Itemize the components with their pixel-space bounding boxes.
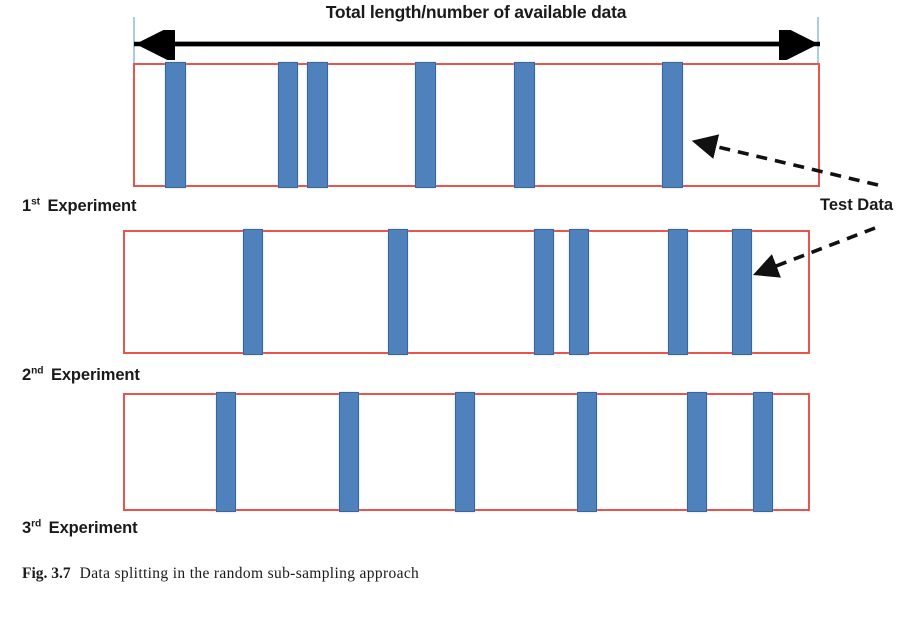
experiment-label-word: Experiment: [48, 519, 138, 537]
test-data-bar: [576, 392, 597, 512]
experiment-label: 1st Experiment: [22, 196, 137, 216]
test-data-bar: [306, 62, 328, 188]
test-data-bar: [454, 392, 475, 512]
label-spacer: [41, 519, 49, 537]
test-data-bar: [277, 62, 298, 188]
test-data-bar: [568, 229, 589, 355]
caption-text: Data splitting in the random sub-samplin…: [79, 565, 420, 582]
experiment-label: 3rd Experiment: [22, 519, 138, 538]
experiment-ordinal-number: 1: [22, 197, 32, 215]
span-title: Total length/number of available data: [325, 2, 627, 22]
experiment-label: 2nd Experiment: [22, 366, 140, 385]
experiment-ordinal-number: 2: [22, 366, 32, 384]
data-strip-box: [133, 62, 820, 188]
test-data-bar: [338, 392, 359, 512]
experiment-ordinal-number: 3: [22, 519, 32, 537]
experiment-label-word: Experiment: [50, 366, 140, 384]
total-length-double-arrow-icon: [134, 30, 820, 60]
test-data-bar: [387, 229, 408, 355]
figure-caption: Fig. 3.7 Data splitting in the random sub…: [22, 565, 419, 583]
experiment-ordinal-suffix: rd: [31, 518, 42, 530]
experiment-ordinal-suffix: st: [31, 196, 40, 208]
test-data-bar: [686, 392, 707, 512]
experiment-label-word: Experiment: [47, 197, 137, 215]
test-data-bar: [215, 392, 236, 512]
label-spacer: [40, 197, 48, 215]
test-data-bar: [731, 229, 752, 355]
test-data-bar: [533, 229, 554, 355]
label-spacer: [43, 366, 51, 384]
test-data-bar: [661, 62, 683, 188]
test-data-bar: [242, 229, 263, 355]
test-data-label: Test Data: [820, 196, 894, 214]
test-data-bar: [513, 62, 535, 188]
test-data-bar: [667, 229, 688, 355]
test-data-bar: [414, 62, 436, 188]
caption-number: Fig. 3.7: [22, 565, 71, 582]
data-strip-box: [123, 392, 810, 512]
data-strip-box: [123, 229, 810, 355]
test-data-bar: [164, 62, 186, 188]
test-data-bar: [752, 392, 773, 512]
experiment-ordinal-suffix: nd: [31, 365, 44, 377]
